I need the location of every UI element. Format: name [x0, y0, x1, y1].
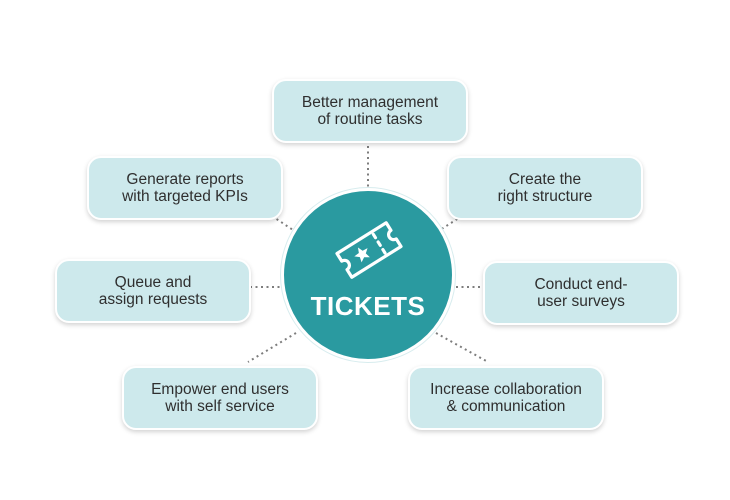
connector-empower	[247, 332, 297, 363]
node-collaboration-label: Increase collaboration & communication	[430, 381, 582, 415]
connector-collaboration	[435, 332, 489, 363]
ticket-icon	[335, 221, 403, 279]
tickets-hub: TICKETS	[281, 188, 455, 362]
hub-title: TICKETS	[310, 291, 426, 321]
node-user-surveys: Conduct end- user surveys	[483, 261, 679, 325]
node-empower-users-label: Empower end users with self service	[151, 381, 289, 415]
node-queue-requests: Queue and assign requests	[55, 259, 251, 323]
node-right-structure: Create the right structure	[447, 156, 643, 220]
node-generate-reports: Generate reports with targeted KPIs	[87, 156, 283, 220]
node-empower-users: Empower end users with self service	[122, 366, 318, 430]
node-queue-requests-label: Queue and assign requests	[98, 274, 208, 308]
node-routine-tasks: Better management of routine tasks	[272, 79, 468, 143]
node-collaboration: Increase collaboration & communication	[408, 366, 604, 430]
node-generate-reports-label: Generate reports with targeted KPIs	[122, 171, 248, 205]
node-right-structure-label: Create the right structure	[497, 171, 593, 205]
node-user-surveys-label: Conduct end- user surveys	[534, 276, 628, 310]
node-routine-tasks-label: Better management of routine tasks	[301, 94, 439, 128]
